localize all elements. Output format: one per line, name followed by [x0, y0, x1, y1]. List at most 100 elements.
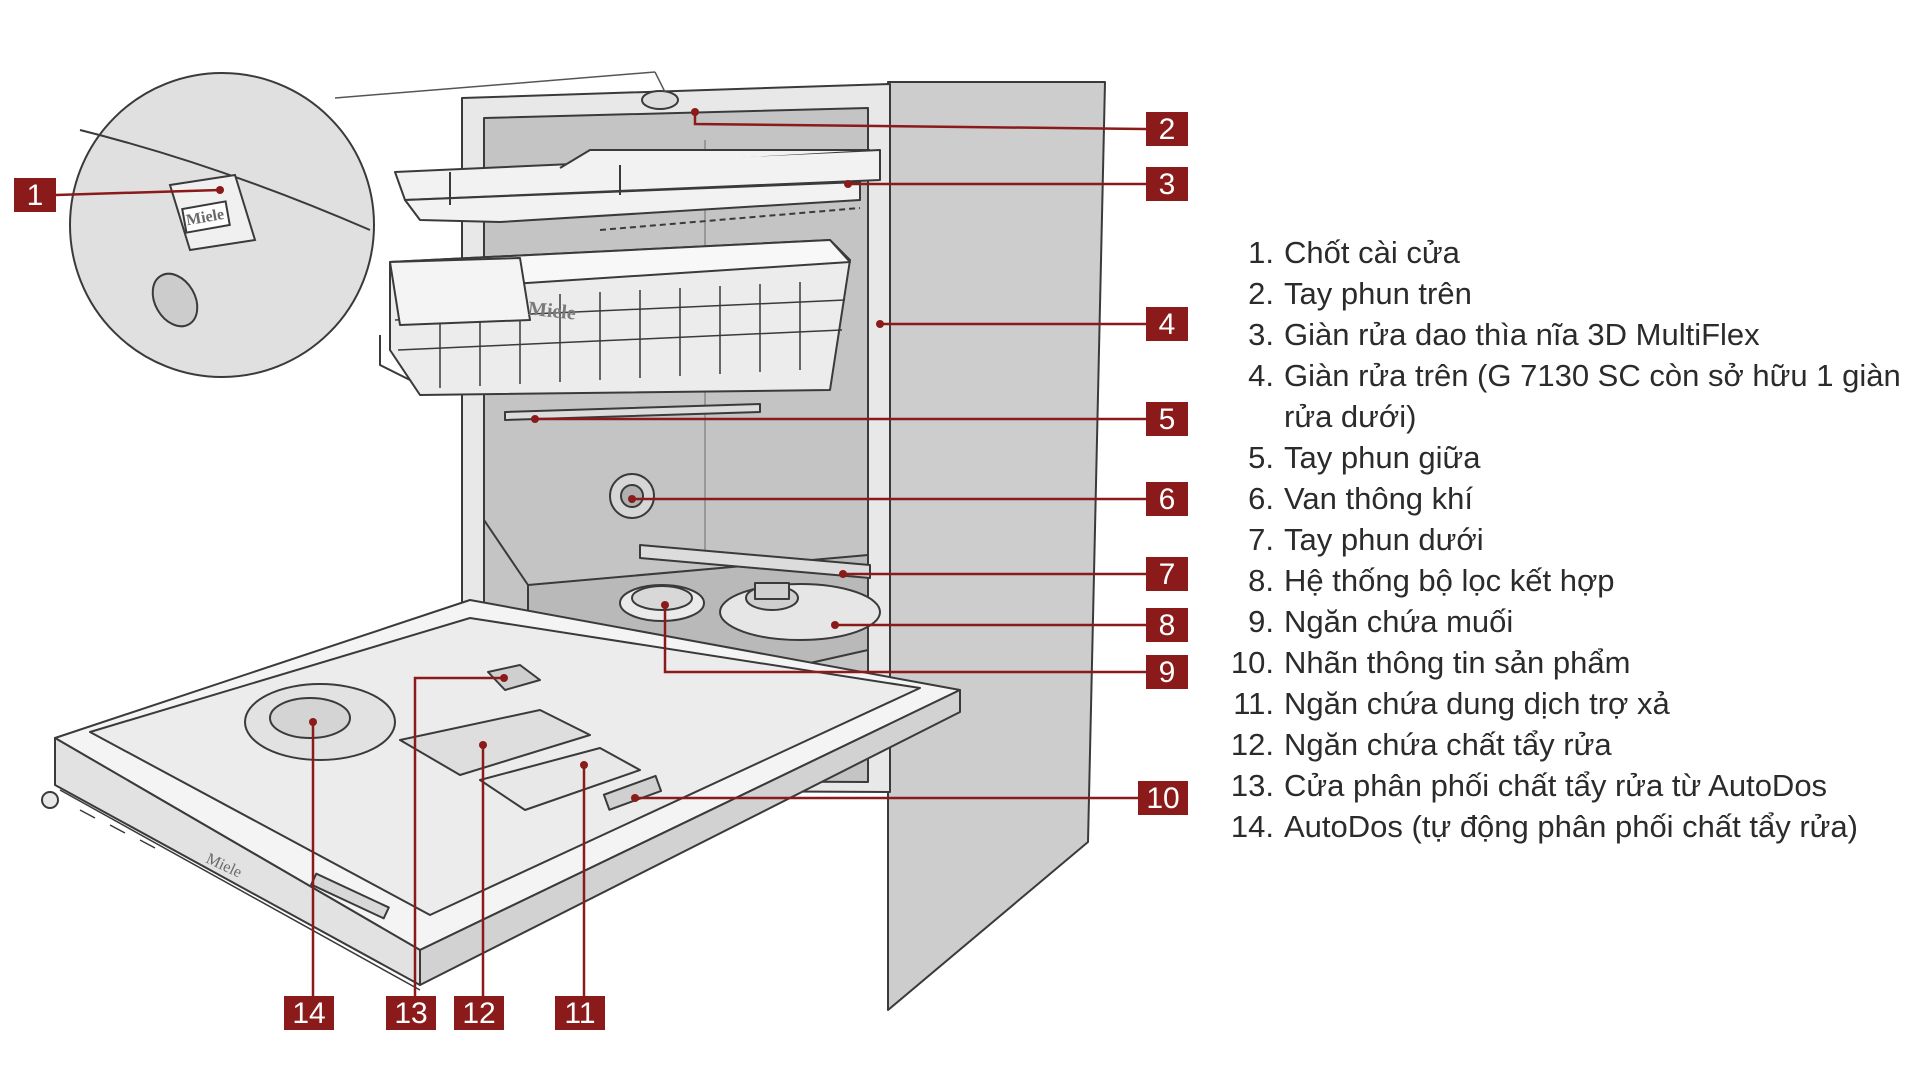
callout-tag-number: 13 [394, 997, 427, 1030]
leader-dot [531, 415, 539, 423]
basket-brand-logo: Miele [527, 298, 577, 325]
legend-text: Van thông khí [1284, 481, 1474, 516]
legend-item: 13.Cửa phân phối chất tẩy rửa từ AutoDos [1212, 765, 1912, 806]
legend-text: Ngăn chứa dung dịch trợ xả [1284, 686, 1670, 721]
leader-dot [831, 621, 839, 629]
dishwasher-illustration: Miele Miele [41, 81, 1106, 1011]
legend-text: Cửa phân phối chất tẩy rửa từ AutoDos [1284, 768, 1828, 803]
open-door: Miele [41, 599, 961, 991]
leader-lines [55, 112, 1147, 996]
callout-tag-number: 4 [1159, 308, 1176, 341]
legend-item: 4. Giàn rửa trên (G 7130 SC còn sở hữu 1 … [1212, 355, 1912, 437]
callout-tag-box [1146, 655, 1188, 689]
legend-number: 6. [1248, 481, 1274, 516]
legend-number: 5. [1248, 440, 1274, 475]
top-spray-arm [641, 90, 679, 110]
legend-item: 3. Giàn rửa dao thìa nĩa 3D MultiFlex [1212, 314, 1912, 355]
leader-dot [661, 601, 669, 609]
leader-line [55, 188, 221, 197]
legend-item: 12. Ngăn chứa chất tẩy rửa [1212, 724, 1912, 765]
callout-tag-box [454, 996, 504, 1030]
lower-spray-arm [639, 544, 871, 579]
upper-basket [379, 239, 851, 396]
legend-number: 1. [1248, 235, 1274, 270]
callout-tag-number: 3 [1159, 168, 1176, 201]
legend-text: Tay phun dưới [1284, 522, 1484, 557]
legend-item: 1. Chốt cài cửa [1212, 232, 1912, 273]
callout-tag-box [1146, 112, 1188, 146]
callout-tag-number: 7 [1159, 558, 1176, 591]
legend-text: AutoDos (tự động phân phối chất tẩy rửa) [1284, 809, 1858, 844]
legend-number: 4. [1248, 358, 1274, 393]
legend-list: 1. Chốt cài cửa 2. Tay phun trên 3. Giàn rử… [1212, 232, 1912, 847]
leader-dot [216, 186, 224, 194]
door-latch-inset: Miele [69, 71, 666, 378]
legend-number: 10. [1230, 645, 1274, 680]
legend-item: 10. Nhãn thông tin sản phẩm [1212, 642, 1912, 683]
legend-number: 7. [1248, 522, 1274, 557]
callout-tag-number: 2 [1159, 113, 1176, 146]
callout-tag-number: 14 [292, 997, 325, 1030]
leader-dots [216, 108, 884, 802]
leader-dot [844, 180, 852, 188]
legend-text: Ngăn chứa muối [1284, 604, 1514, 639]
legend-number: 12. [1230, 727, 1274, 762]
leader-line [413, 676, 504, 996]
legend-item: 8.Hệ thống bộ lọc kết hợp [1212, 560, 1912, 601]
legend-number: 9. [1248, 604, 1274, 639]
callout-tag-box [386, 996, 436, 1030]
callout-tag-number: 10 [1146, 782, 1179, 815]
legend-number: 14. [1230, 809, 1274, 844]
callout-tag-box [1146, 557, 1188, 591]
callout-tag-box [284, 996, 334, 1030]
leader-dot [691, 108, 699, 116]
leader-dot [839, 570, 847, 578]
callout-tag-number: 8 [1159, 609, 1176, 642]
legend-text: Hệ thống bộ lọc kết hợp [1284, 563, 1615, 598]
leader-dot [876, 320, 884, 328]
legend-item: 2. Tay phun trên [1212, 273, 1912, 314]
leader-dot [628, 495, 636, 503]
legend-number: 3. [1248, 317, 1274, 352]
leader-line [663, 605, 1146, 674]
legend-item: 5.Tay phun giữa [1212, 437, 1912, 478]
legend-text: Giàn rửa dao thìa nĩa 3D MultiFlex [1284, 317, 1760, 352]
cutlery-tray [394, 149, 881, 231]
legend-number: 11. [1233, 686, 1274, 721]
legend-item: 11. Ngăn chứa dung dịch trợ xả [1212, 683, 1912, 724]
leader-dot [500, 674, 508, 682]
legend-item: 9. Ngăn chứa muối [1212, 601, 1912, 642]
inset-brand-logo: Miele [185, 206, 226, 229]
legend-item: 6. Van thông khí [1212, 478, 1912, 519]
legend-text: Ngăn chứa chất tẩy rửa [1284, 727, 1612, 762]
callout-tag-box [1138, 781, 1188, 815]
leader-dot [309, 718, 317, 726]
middle-spray-arm [504, 403, 761, 421]
legend-text: Nhãn thông tin sản phẩm [1284, 645, 1631, 680]
legend-text: Tay phun trên [1284, 276, 1472, 311]
callout-tag-number: 5 [1159, 403, 1176, 436]
callout-tag-number: 11 [564, 997, 595, 1030]
callout-tag-box [1146, 482, 1188, 516]
legend-item: 7. Tay phun dưới [1212, 519, 1912, 560]
filter-system [719, 582, 881, 641]
callout-tag-number: 1 [27, 179, 44, 212]
callout-tag-box [14, 178, 56, 212]
callout-tag-number: 6 [1159, 483, 1176, 516]
legend-text: Giàn rửa trên (G 7130 SC còn sở hữu 1 gi… [1284, 358, 1901, 434]
callout-tag-number: 12 [462, 997, 495, 1030]
legend-number: 2. [1248, 276, 1274, 311]
cabinet-side-panel [887, 81, 1106, 1011]
callout-tag-box [1146, 608, 1188, 642]
callout-tag-box [1146, 307, 1188, 341]
legend-text: Chốt cài cửa [1284, 235, 1460, 270]
leader-dot [479, 741, 487, 749]
callout-tag-number: 9 [1159, 656, 1176, 689]
leader-dot [631, 794, 639, 802]
leader-dot [580, 761, 588, 769]
legend-item: 14. AutoDos (tự động phân phối chất tẩy r… [1212, 806, 1912, 847]
callout-tag-box [555, 996, 605, 1030]
callout-tag-box [1146, 402, 1188, 436]
